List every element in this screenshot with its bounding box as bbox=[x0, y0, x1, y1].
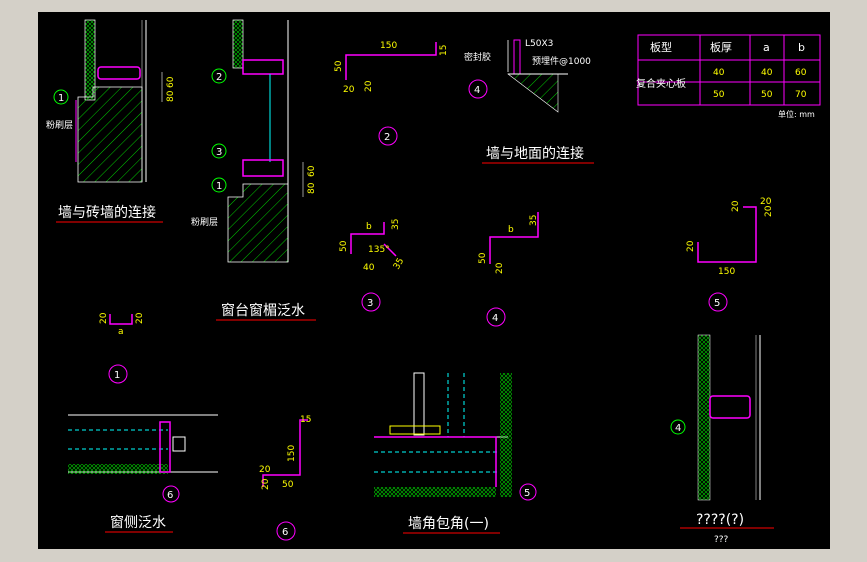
title-corner: 墙角包角(一) bbox=[408, 516, 489, 532]
detail-brick-wall: 60 80 1 粉刷层 墙与砖墙的连接 bbox=[46, 19, 176, 223]
dim-80b: 80 bbox=[307, 182, 317, 194]
marker-4c: 4 bbox=[675, 423, 681, 434]
profile-5: 20 20 20 20 150 5 bbox=[686, 197, 774, 312]
marker-6b: 6 bbox=[282, 527, 288, 538]
marker-4b: 4 bbox=[492, 313, 498, 324]
thickness-table: 板型 板厚 a b 复合夹心板 40 40 60 50 50 70 单位: mm bbox=[636, 34, 821, 119]
label-plaster: 粉刷层 bbox=[46, 119, 73, 131]
dim-20i: 20 bbox=[135, 312, 145, 324]
subtitle-unknown: ??? bbox=[714, 535, 729, 545]
drawing-canvas: 60 80 1 粉刷层 墙与砖墙的连接 60 80 2 3 1 粉刷层 窗台窗楣… bbox=[38, 12, 830, 549]
dim-20e: 20 bbox=[731, 200, 741, 212]
title-side: 窗侧泛水 bbox=[110, 514, 166, 531]
profile-2: 150 15 50 20 20 2 bbox=[334, 41, 449, 146]
marker-2b: 2 bbox=[384, 132, 390, 143]
dim-60b: 60 bbox=[307, 165, 317, 177]
unit-label: 单位: mm bbox=[778, 109, 815, 119]
detail-corner: 5 墙角包角(一) bbox=[374, 372, 537, 534]
th-a: a bbox=[763, 41, 770, 54]
dim-35b: 35 bbox=[392, 257, 406, 272]
dim-150c: 150 bbox=[287, 445, 297, 462]
label-angle: L50X3 bbox=[525, 39, 553, 49]
marker-4a: 4 bbox=[474, 85, 480, 96]
detail-unknown: 4 ????(?) ??? bbox=[670, 334, 774, 545]
title-brick: 墙与砖墙的连接 bbox=[58, 204, 156, 221]
dim-150b: 150 bbox=[718, 267, 735, 277]
dim-35: 35 bbox=[391, 219, 401, 230]
profile-4: b 35 50 20 4 bbox=[478, 212, 539, 327]
label-plaster-2: 粉刷层 bbox=[191, 216, 218, 228]
marker-1a: 1 bbox=[58, 93, 64, 104]
profile-6: 15 150 20 20 50 6 bbox=[259, 415, 311, 541]
profile-1: 20 20 a 1 bbox=[99, 312, 145, 384]
cell-r0c0: 40 bbox=[713, 68, 725, 78]
dim-50b: 50 bbox=[339, 240, 349, 252]
dim-50c: 50 bbox=[478, 252, 488, 264]
cell-r1c0: 50 bbox=[713, 90, 725, 100]
title-sill: 窗台窗楣泛水 bbox=[221, 302, 305, 319]
title-unknown: ????(?) bbox=[696, 512, 744, 528]
dim-80: 80 bbox=[166, 90, 176, 102]
dim-20k: 20 bbox=[261, 478, 271, 490]
dim-60: 60 bbox=[166, 76, 176, 88]
dim-b2: b bbox=[508, 225, 514, 235]
detail-side: 6 窗侧泛水 bbox=[68, 414, 218, 533]
label-embed: 预埋件@1000 bbox=[532, 55, 591, 67]
dim-20b: 20 bbox=[364, 80, 374, 92]
marker-3a: 2 bbox=[216, 72, 222, 83]
dim-20: 20 bbox=[343, 85, 355, 95]
dim-15: 15 bbox=[439, 45, 449, 56]
label-sealant: 密封胶 bbox=[464, 51, 491, 63]
dim-20f: 20 bbox=[764, 205, 774, 217]
marker-5b: 5 bbox=[524, 488, 530, 499]
th-type: 板型 bbox=[650, 40, 672, 54]
detail-sill: 60 80 2 3 1 粉刷层 窗台窗楣泛水 bbox=[191, 19, 317, 321]
dim-35c: 35 bbox=[529, 215, 539, 226]
dim-a1: a bbox=[118, 327, 124, 337]
marker-3b: 3 bbox=[367, 298, 373, 309]
dim-40: 40 bbox=[363, 263, 375, 273]
dim-135: 135° bbox=[368, 245, 390, 255]
cell-r0c1: 40 bbox=[761, 68, 773, 78]
cell-r0c2: 60 bbox=[795, 68, 807, 78]
dim-50d: 50 bbox=[282, 480, 294, 490]
dim-150: 150 bbox=[380, 41, 397, 51]
dim-15b: 15 bbox=[300, 415, 311, 425]
marker-2a: 3 bbox=[216, 147, 222, 158]
marker-1c: 1 bbox=[114, 370, 120, 381]
marker-6a: 6 bbox=[167, 490, 173, 501]
th-b: b bbox=[798, 41, 805, 54]
th-thick: 板厚 bbox=[710, 40, 732, 54]
dim-20d: 20 bbox=[760, 197, 772, 207]
marker-5a: 5 bbox=[714, 298, 720, 309]
dim-20h: 20 bbox=[99, 312, 109, 324]
table-rowlabel: 复合夹心板 bbox=[636, 77, 686, 90]
profile-3: b 35 50 135° 40 35 3 bbox=[339, 219, 406, 312]
detail-ground: 密封胶 L50X3 预埋件@1000 4 墙与地面的连接 bbox=[464, 39, 594, 164]
dim-20g: 20 bbox=[686, 240, 696, 252]
dim-20j: 20 bbox=[259, 465, 271, 475]
dim-50: 50 bbox=[334, 60, 344, 72]
marker-1b: 1 bbox=[216, 181, 222, 192]
cad-drawing: 60 80 1 粉刷层 墙与砖墙的连接 60 80 2 3 1 粉刷层 窗台窗楣… bbox=[46, 19, 821, 545]
cell-r1c1: 50 bbox=[761, 90, 773, 100]
dim-b1: b bbox=[366, 222, 372, 232]
cell-r1c2: 70 bbox=[795, 90, 807, 100]
dim-20c: 20 bbox=[495, 262, 505, 274]
title-ground: 墙与地面的连接 bbox=[486, 145, 584, 162]
